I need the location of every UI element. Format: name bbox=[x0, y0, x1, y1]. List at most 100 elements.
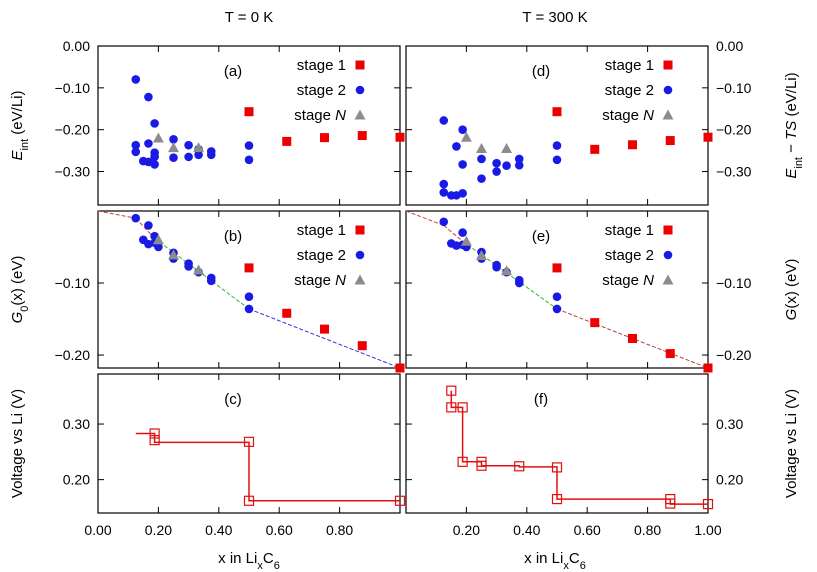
stage2-point bbox=[492, 262, 501, 272]
hull-segment bbox=[135, 217, 155, 239]
hull-segment bbox=[405, 210, 444, 226]
y-axis-label: Voltage vs Li (V) bbox=[783, 389, 800, 498]
voltage-marker bbox=[702, 499, 714, 510]
legend-stage2: stage 2 bbox=[605, 82, 654, 99]
stage1-point bbox=[320, 133, 329, 143]
legend-stage1: stage 1 bbox=[605, 222, 654, 239]
hull-segment bbox=[97, 210, 136, 219]
legend-stageN: stage N bbox=[294, 107, 346, 124]
y-tick-label: −0.20 bbox=[716, 122, 752, 138]
voltage-marker bbox=[149, 428, 160, 439]
stage2-point bbox=[206, 276, 216, 286]
stage2-point bbox=[150, 152, 159, 162]
stage2-point bbox=[439, 179, 449, 189]
panel-c-frame bbox=[97, 373, 401, 514]
voltage-curve bbox=[135, 432, 400, 502]
data-layer bbox=[131, 75, 405, 169]
legend-stage1-marker bbox=[663, 225, 673, 235]
stage2-point bbox=[131, 140, 141, 150]
stage1-point bbox=[282, 136, 292, 146]
y-axis-label: G0(x) (eV) bbox=[9, 256, 31, 324]
panel-d: 0.00−0.10−0.20−0.30(d)Eint − TS (eV/Li)s… bbox=[405, 38, 805, 206]
stageN-point bbox=[460, 235, 472, 246]
y-tick-label: 0.30 bbox=[63, 416, 90, 432]
stageN-point bbox=[152, 132, 164, 143]
voltage-marker bbox=[551, 494, 563, 505]
voltage-marker bbox=[457, 402, 468, 413]
data-layer bbox=[439, 217, 713, 373]
stageN-point bbox=[168, 249, 179, 260]
stage2-point bbox=[439, 188, 449, 197]
stage1-point bbox=[628, 333, 637, 343]
stageN-point bbox=[168, 142, 179, 153]
stage1-point bbox=[628, 140, 637, 150]
legend-stageN: stage N bbox=[294, 272, 346, 289]
stageN-point bbox=[193, 264, 205, 275]
hull-segment bbox=[248, 308, 401, 369]
data-layer bbox=[446, 385, 714, 510]
stageN-point bbox=[501, 143, 513, 154]
stageN-point bbox=[476, 143, 487, 154]
stageN-point bbox=[193, 142, 205, 153]
stage2-point bbox=[514, 278, 524, 288]
stage2-point bbox=[244, 304, 254, 314]
voltage-marker bbox=[446, 402, 457, 413]
stage2-point bbox=[144, 139, 153, 148]
stage2-point bbox=[150, 160, 159, 169]
panel-e-frame bbox=[405, 210, 709, 369]
stage1-point bbox=[395, 132, 405, 142]
y-axis-label: Eint (eV/Li) bbox=[9, 91, 31, 161]
legend-stage2-marker bbox=[663, 85, 673, 95]
y-axis-label: G(x) (eV) bbox=[783, 259, 800, 321]
stage2-point bbox=[194, 150, 203, 160]
stage2-point bbox=[144, 221, 153, 230]
legend-stage1: stage 1 bbox=[297, 57, 346, 74]
column-title-left: T = 0 K bbox=[225, 9, 274, 26]
x-tick-label: 0.80 bbox=[634, 522, 661, 538]
stage1-point bbox=[282, 308, 292, 318]
stage1-point bbox=[552, 107, 562, 117]
stage2-point bbox=[184, 262, 193, 271]
panel-label: (a) bbox=[224, 63, 242, 80]
data-layer bbox=[131, 213, 405, 373]
stage1-point bbox=[590, 318, 600, 328]
stage2-point bbox=[154, 242, 163, 252]
voltage-marker bbox=[243, 436, 255, 447]
stage1-point bbox=[665, 136, 675, 146]
stage1-point bbox=[244, 263, 254, 273]
panel-f-frame bbox=[405, 373, 709, 514]
y-tick-label: −0.10 bbox=[55, 275, 91, 291]
stage2-point bbox=[131, 75, 141, 84]
panel-a-frame bbox=[97, 45, 401, 206]
legend-stage2-marker bbox=[355, 85, 365, 95]
voltage-marker bbox=[514, 461, 525, 472]
stage2-point bbox=[552, 292, 562, 302]
y-tick-label: 0.20 bbox=[63, 472, 90, 488]
y-tick-label: −0.10 bbox=[55, 80, 91, 96]
y-tick-label: −0.30 bbox=[716, 164, 752, 180]
y-tick-label: −0.10 bbox=[716, 80, 752, 96]
y-tick-label: −0.20 bbox=[716, 347, 752, 363]
stage2-point bbox=[492, 158, 501, 168]
stage2-point bbox=[131, 213, 141, 223]
x-tick-label: 1.00 bbox=[694, 522, 721, 538]
stage2-point bbox=[552, 155, 562, 165]
stage2-point bbox=[477, 154, 486, 164]
stage2-point bbox=[514, 160, 524, 170]
legend-stage1: stage 1 bbox=[297, 222, 346, 239]
legend-stage1-marker bbox=[355, 60, 365, 70]
voltage-marker bbox=[394, 495, 406, 506]
stageN-point bbox=[152, 234, 164, 245]
legend-stageN: stage N bbox=[602, 272, 654, 289]
legend-stage2-marker bbox=[355, 250, 365, 260]
panel-label: (b) bbox=[224, 228, 242, 245]
stage2-point bbox=[458, 160, 467, 169]
stage2-point bbox=[552, 141, 562, 150]
stageN-point bbox=[501, 265, 513, 276]
stage1-point bbox=[320, 324, 329, 334]
panels: 0.00−0.10−0.20−0.30(a)Eint (eV/Li)stage … bbox=[9, 38, 805, 538]
